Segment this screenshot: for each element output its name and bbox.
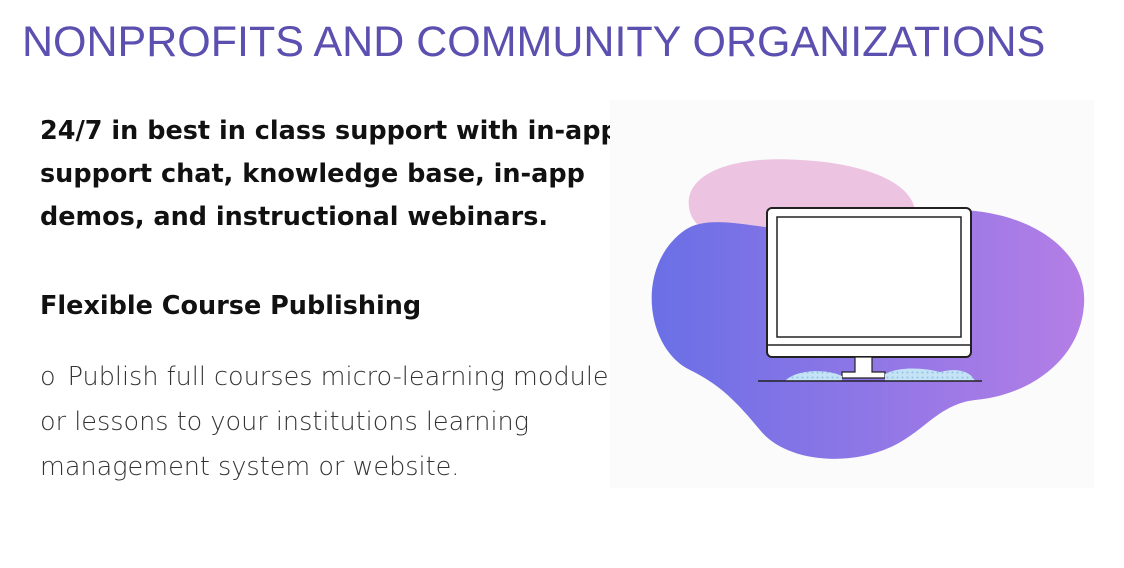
monitor-base-shadow xyxy=(885,368,975,381)
bullet-marker: o xyxy=(40,362,56,392)
support-description: 24/7 in best in class support with in-ap… xyxy=(40,116,619,232)
monitor-base-shadow xyxy=(785,371,842,381)
monitor-illustration xyxy=(610,100,1094,488)
page-title: NONPROFITS AND COMMUNITY ORGANIZATIONS xyxy=(22,18,1046,66)
section-heading-publishing: Flexible Course Publishing xyxy=(40,291,422,321)
monitor-icon xyxy=(758,207,982,382)
publishing-bullet-text: Publish full courses micro-learning modu… xyxy=(40,362,631,482)
